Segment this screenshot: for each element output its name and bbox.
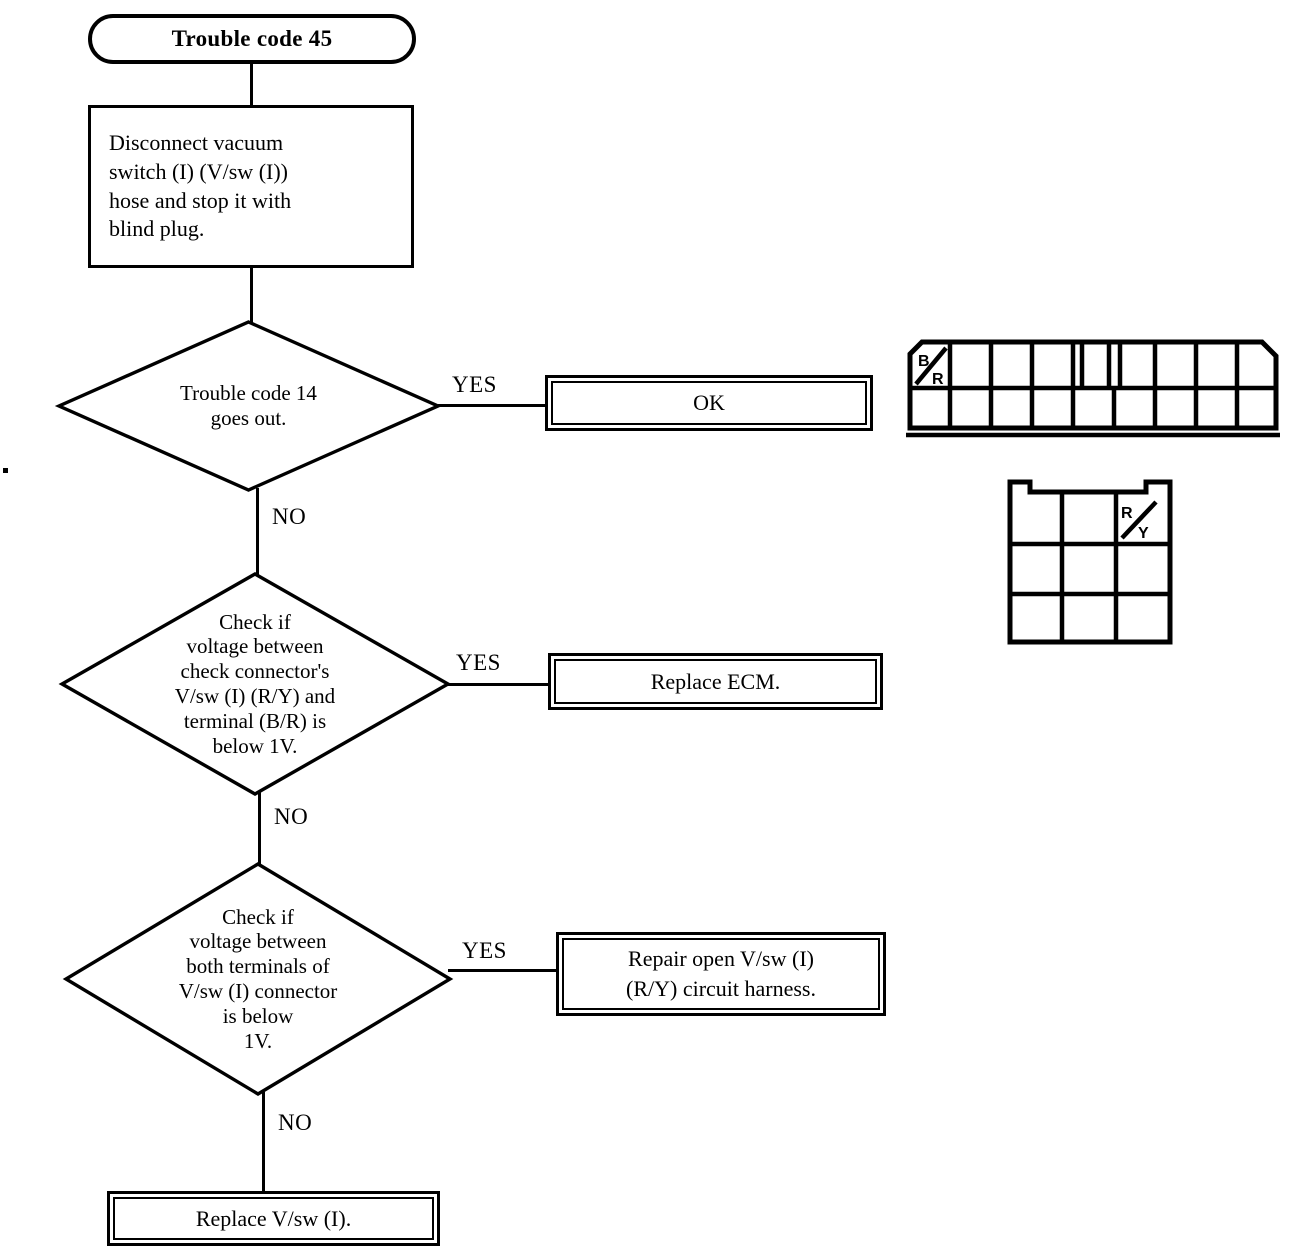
process-step1[interactable]: Disconnect vacuum switch (I) (V/sw (I)) … (88, 105, 414, 268)
edge-decision2-no (258, 792, 261, 868)
start-terminator-label: Trouble code 45 (171, 26, 333, 51)
branch-label-no-2: NO (274, 804, 309, 829)
decision-check-connector-voltage[interactable]: Check if voltage between check connector… (58, 572, 452, 796)
edge-decision3-yes (448, 969, 558, 972)
decision-trouble-code-14[interactable]: Trouble code 14 goes out. (54, 320, 443, 492)
branch-label-yes-3: YES (462, 938, 507, 963)
decision-vsw-terminals-voltage[interactable]: Check if voltage between both terminals … (62, 862, 454, 1096)
result-ok[interactable]: OK (545, 375, 873, 431)
edge-start-to-step1 (250, 62, 253, 106)
edge-decision1-yes (438, 404, 548, 407)
result-repair-harness-label: Repair open V/sw (I) (R/Y) circuit harne… (626, 946, 816, 1001)
edge-step1-to-decision1 (250, 266, 253, 324)
check-connector-illustration: B R (896, 336, 1288, 442)
check-connector-terminal-bottom: R (932, 371, 944, 388)
edge-decision1-no (256, 488, 259, 576)
vsw-connector-terminal-bottom: Y (1138, 525, 1149, 542)
edge-decision2-yes (446, 683, 550, 686)
branch-label-yes-2: YES (456, 650, 501, 675)
start-terminator[interactable]: Trouble code 45 (88, 14, 416, 64)
branch-label-yes-1: YES (452, 372, 497, 397)
branch-label-no-3: NO (278, 1110, 313, 1135)
result-replace-vsw-label: Replace V/sw (I). (195, 1205, 352, 1231)
check-connector-terminal-top: B (918, 353, 930, 370)
vsw-connector-terminal-top: R (1121, 505, 1133, 522)
edge-decision3-no (262, 1092, 265, 1196)
result-replace-vsw[interactable]: Replace V/sw (I). (107, 1191, 440, 1246)
result-replace-ecm[interactable]: Replace ECM. (548, 653, 883, 710)
page-speck (3, 468, 8, 473)
branch-label-no-1: NO (272, 504, 307, 529)
process-step1-label: Disconnect vacuum switch (I) (V/sw (I)) … (109, 130, 292, 242)
result-replace-ecm-label: Replace ECM. (650, 668, 781, 694)
result-repair-harness[interactable]: Repair open V/sw (I) (R/Y) circuit harne… (556, 932, 886, 1016)
result-ok-label: OK (693, 390, 725, 416)
vsw-connector-illustration: R Y (1004, 476, 1180, 648)
